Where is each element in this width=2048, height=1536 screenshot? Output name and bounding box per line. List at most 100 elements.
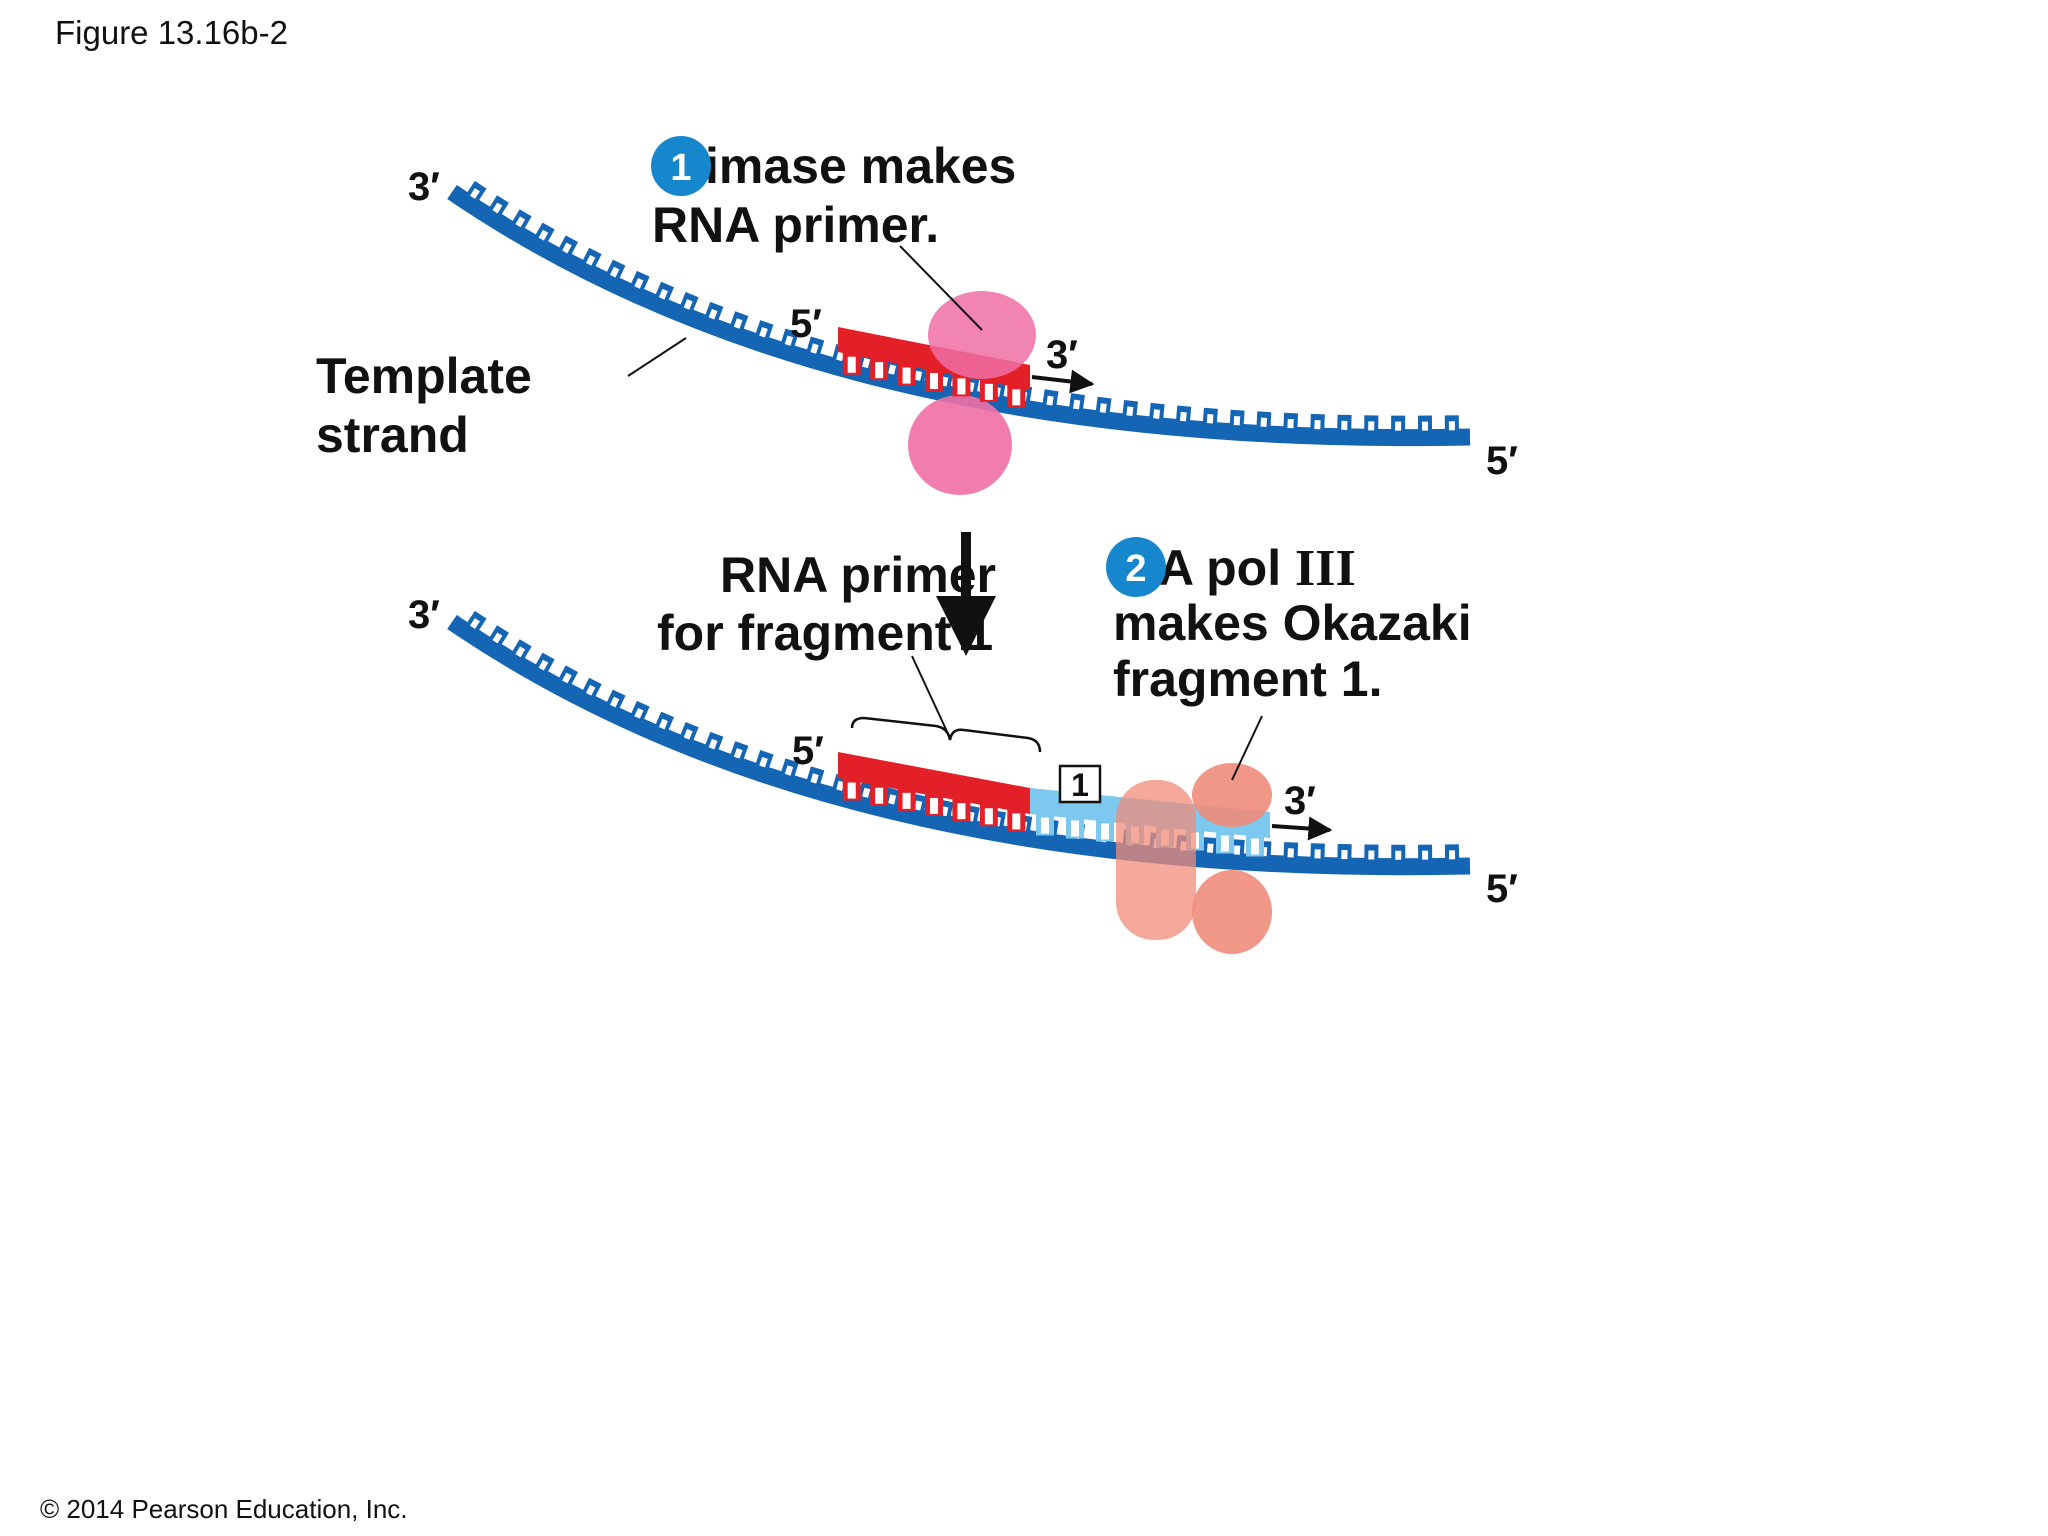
nucleotide-gap [930, 373, 938, 389]
template-base-gap [658, 718, 668, 730]
primer-5prime-label: 5′ [790, 302, 822, 346]
template-base-gap [914, 800, 923, 811]
template-base-gap [1314, 849, 1321, 859]
template-base-gap [784, 765, 794, 776]
template-base-gap [492, 202, 503, 214]
template-base-gap [585, 254, 596, 266]
template-base-gap [1314, 420, 1321, 430]
template-base-gap [1368, 421, 1375, 431]
step2-number: 2 [1125, 548, 1146, 590]
template-label-line2: strand [316, 407, 469, 463]
template-base-gap [914, 370, 923, 381]
step2-text-line2: makes Okazaki [1113, 595, 1472, 651]
template-base-gap [810, 343, 819, 354]
template-backbone [447, 614, 1471, 876]
primer-bases [842, 778, 1026, 832]
step2-text-line1: A pol III [1158, 540, 1356, 597]
template-base-gap [610, 696, 620, 708]
template-base-gap [1395, 850, 1402, 860]
template-base-gap [1341, 420, 1348, 430]
template-base-gap [1099, 403, 1107, 413]
template-base-gap [658, 288, 668, 300]
nucleotide-gap [930, 798, 938, 814]
template-base-gap [759, 756, 768, 768]
primer-leader-line [911, 655, 951, 739]
template-base-gap [888, 364, 897, 375]
template-base-gap [1260, 417, 1267, 427]
template-base-gap [836, 780, 845, 791]
nucleotide-gap [957, 378, 966, 395]
nucleotide-gap [1012, 389, 1021, 406]
nucleotide-gap [1251, 838, 1259, 855]
primase-lower-lobe [908, 395, 1012, 495]
template-base-gap [515, 216, 526, 228]
template-base-gap [538, 229, 549, 241]
template-base-gap [862, 787, 871, 798]
nucleotide-gap [902, 367, 911, 384]
nucleotide-gap [984, 808, 993, 825]
bottom-5prime-end: 5′ [1486, 867, 1518, 911]
fragment-3prime-label: 3′ [1284, 779, 1316, 823]
rna-primer-backbone [838, 752, 1030, 814]
template-base-gap [1233, 415, 1241, 426]
template-base-gap [515, 646, 526, 658]
template-base-gap [1448, 850, 1456, 860]
step1-number: 1 [670, 147, 691, 189]
template-base-gap [1448, 421, 1455, 431]
nucleotide-gap [902, 792, 911, 809]
nucleotide-gap [984, 383, 993, 400]
template-base-gap [1368, 850, 1375, 860]
template-base-gap [1421, 421, 1429, 431]
template-base-gap [1153, 409, 1161, 419]
template-base-gap [634, 707, 644, 719]
template-label-line1: Template [316, 348, 532, 404]
template-base-gap [1287, 848, 1294, 858]
template-base-gap [784, 335, 794, 346]
step2-badge [1106, 537, 1166, 597]
template-base-gap [1287, 418, 1294, 429]
template-base-gap [469, 188, 480, 199]
pol-leader-line [1231, 715, 1263, 781]
nucleotide-gap [1071, 820, 1079, 837]
template-base-gap [888, 794, 897, 805]
template-base-gap [733, 318, 743, 329]
template-backbone [447, 184, 1471, 447]
template-base-gap [1395, 421, 1402, 431]
synthesis-direction-arrow [1271, 816, 1333, 841]
template-base-gap [708, 738, 718, 750]
template-base-gap [562, 242, 572, 254]
primase-leader-line [899, 245, 983, 331]
step2-text-line3: fragment 1. [1113, 651, 1383, 707]
nucleotide-gap [1221, 835, 1229, 852]
template-leader-line [627, 337, 687, 377]
dna-pol-left-subunit [1116, 780, 1196, 940]
figure-title: Figure 13.16b-2 [55, 14, 288, 51]
nucleotide-gap [957, 803, 966, 820]
template-base-gap [492, 632, 503, 644]
top-3prime-end: 3′ [408, 165, 440, 209]
template-base-gap [683, 299, 693, 310]
template-base-gap [836, 350, 845, 362]
dna-pol-iii-enzyme [1116, 763, 1272, 954]
template-base-gap [1206, 414, 1214, 424]
template-base-gap [759, 327, 768, 338]
template-base-gap [1126, 406, 1134, 417]
template-base-gap [469, 618, 480, 629]
template-base-gap [683, 729, 693, 740]
template-base-gap [538, 659, 549, 671]
nucleotide-gap [1041, 817, 1049, 834]
step1-text-line1: imase makes [705, 138, 1016, 194]
template-base-gap [1422, 850, 1429, 860]
primer-label-line1: RNA primer [720, 547, 996, 603]
copyright-notice: © 2014 Pearson Education, Inc. [40, 1494, 408, 1524]
dna-pol-right-lower [1192, 870, 1272, 954]
template-base-gap [562, 672, 572, 684]
primase-upper-lobe [928, 291, 1036, 379]
nucleotide-gap [1101, 823, 1109, 840]
template-base-gap [1206, 843, 1214, 853]
template-strand-top [447, 180, 1471, 447]
template-base-gap [1233, 845, 1241, 855]
rna-primer-bottom [838, 752, 1030, 832]
template-base-gap [634, 278, 644, 289]
